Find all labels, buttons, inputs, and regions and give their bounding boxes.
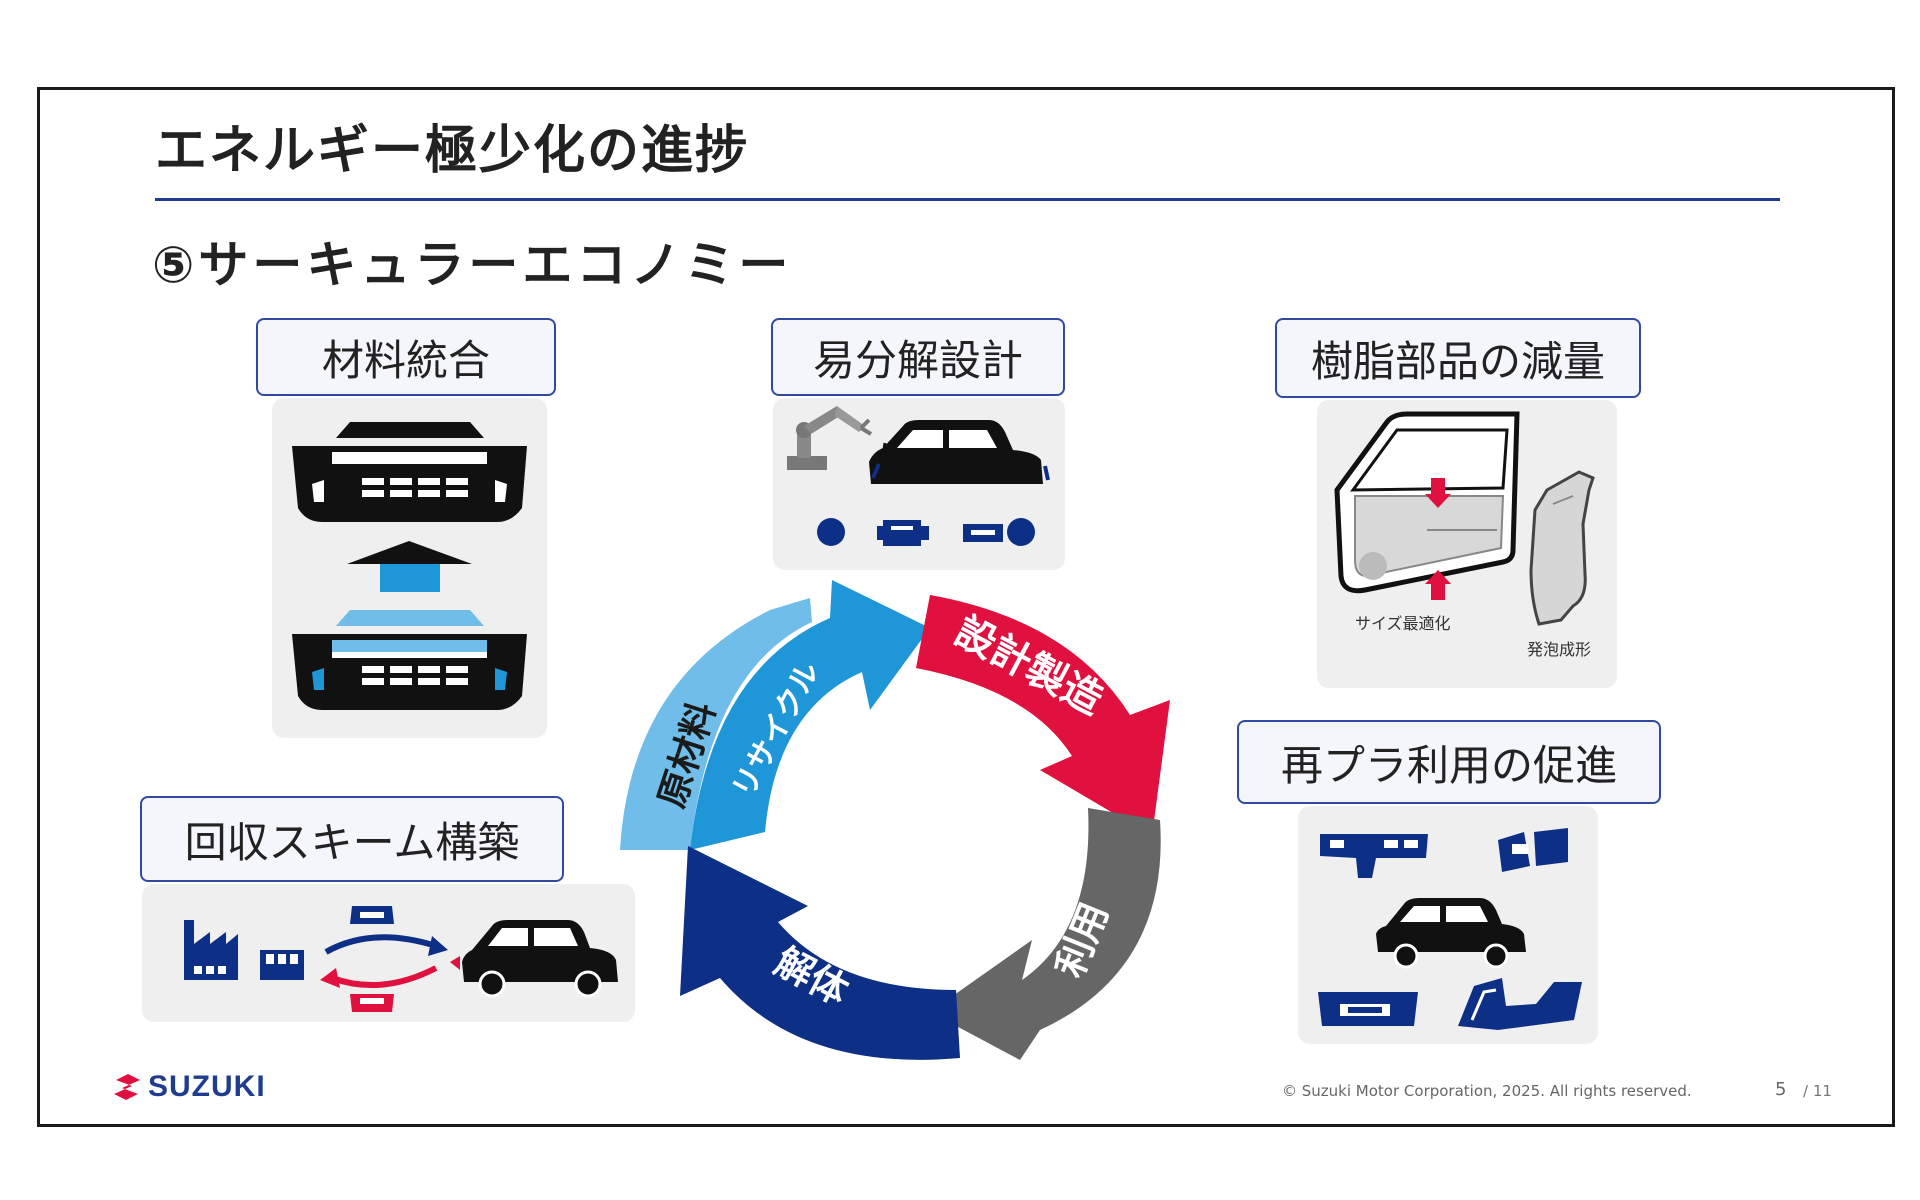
label-easy-disassembly: 易分解設計 bbox=[771, 318, 1065, 396]
title-divider bbox=[155, 198, 1780, 201]
cycle-arrow-dismantle bbox=[680, 846, 960, 1060]
label-resin-reduction: 樹脂部品の減量 bbox=[1275, 318, 1641, 398]
label-collection-scheme: 回収スキーム構築 bbox=[140, 796, 564, 882]
caption-size-optimization: サイズ最適化 bbox=[1355, 614, 1451, 633]
disassembly-illustration bbox=[787, 406, 1050, 546]
caption-foam-molding: 発泡成形 bbox=[1527, 640, 1592, 659]
copyright-text: © Suzuki Motor Corporation, 2025. All ri… bbox=[1282, 1082, 1692, 1100]
panel-collection-scheme bbox=[142, 884, 635, 1022]
page-title: エネルギー極少化の進捗 bbox=[155, 121, 750, 181]
cycle-arrow-use bbox=[930, 808, 1161, 1060]
bumper-integration-illustration bbox=[292, 422, 527, 710]
label-material-integration: 材料統合 bbox=[256, 318, 556, 396]
recycled-plastic-illustration bbox=[1318, 828, 1582, 1030]
panel-material-integration bbox=[272, 398, 547, 738]
page-subtitle: ⑤サーキュラーエコノミー bbox=[152, 236, 793, 294]
page-total: / 11 bbox=[1803, 1082, 1832, 1100]
cycle-arrow-recycle bbox=[690, 580, 930, 850]
collection-scheme-illustration bbox=[184, 906, 618, 1012]
cycle-arrow-raw-material bbox=[620, 598, 812, 850]
panel-resin-reduction: サイズ最適化 発泡成形 bbox=[1317, 400, 1617, 688]
panel-recycled-plastic bbox=[1298, 806, 1598, 1044]
circular-economy-cycle: 原材料 リサイクル 設計製造 利用 解体 bbox=[620, 580, 1170, 1060]
label-recycled-plastic: 再プラ利用の促進 bbox=[1237, 720, 1661, 804]
page-number: 5 bbox=[1775, 1079, 1787, 1100]
suzuki-logo: SUZUKI bbox=[112, 1070, 266, 1104]
panel-easy-disassembly bbox=[773, 398, 1065, 570]
resin-door-illustration bbox=[1334, 411, 1595, 626]
cycle-arrow-design bbox=[916, 595, 1170, 836]
brand-wordmark: SUZUKI bbox=[148, 1070, 266, 1103]
suzuki-s-icon bbox=[114, 1074, 140, 1100]
